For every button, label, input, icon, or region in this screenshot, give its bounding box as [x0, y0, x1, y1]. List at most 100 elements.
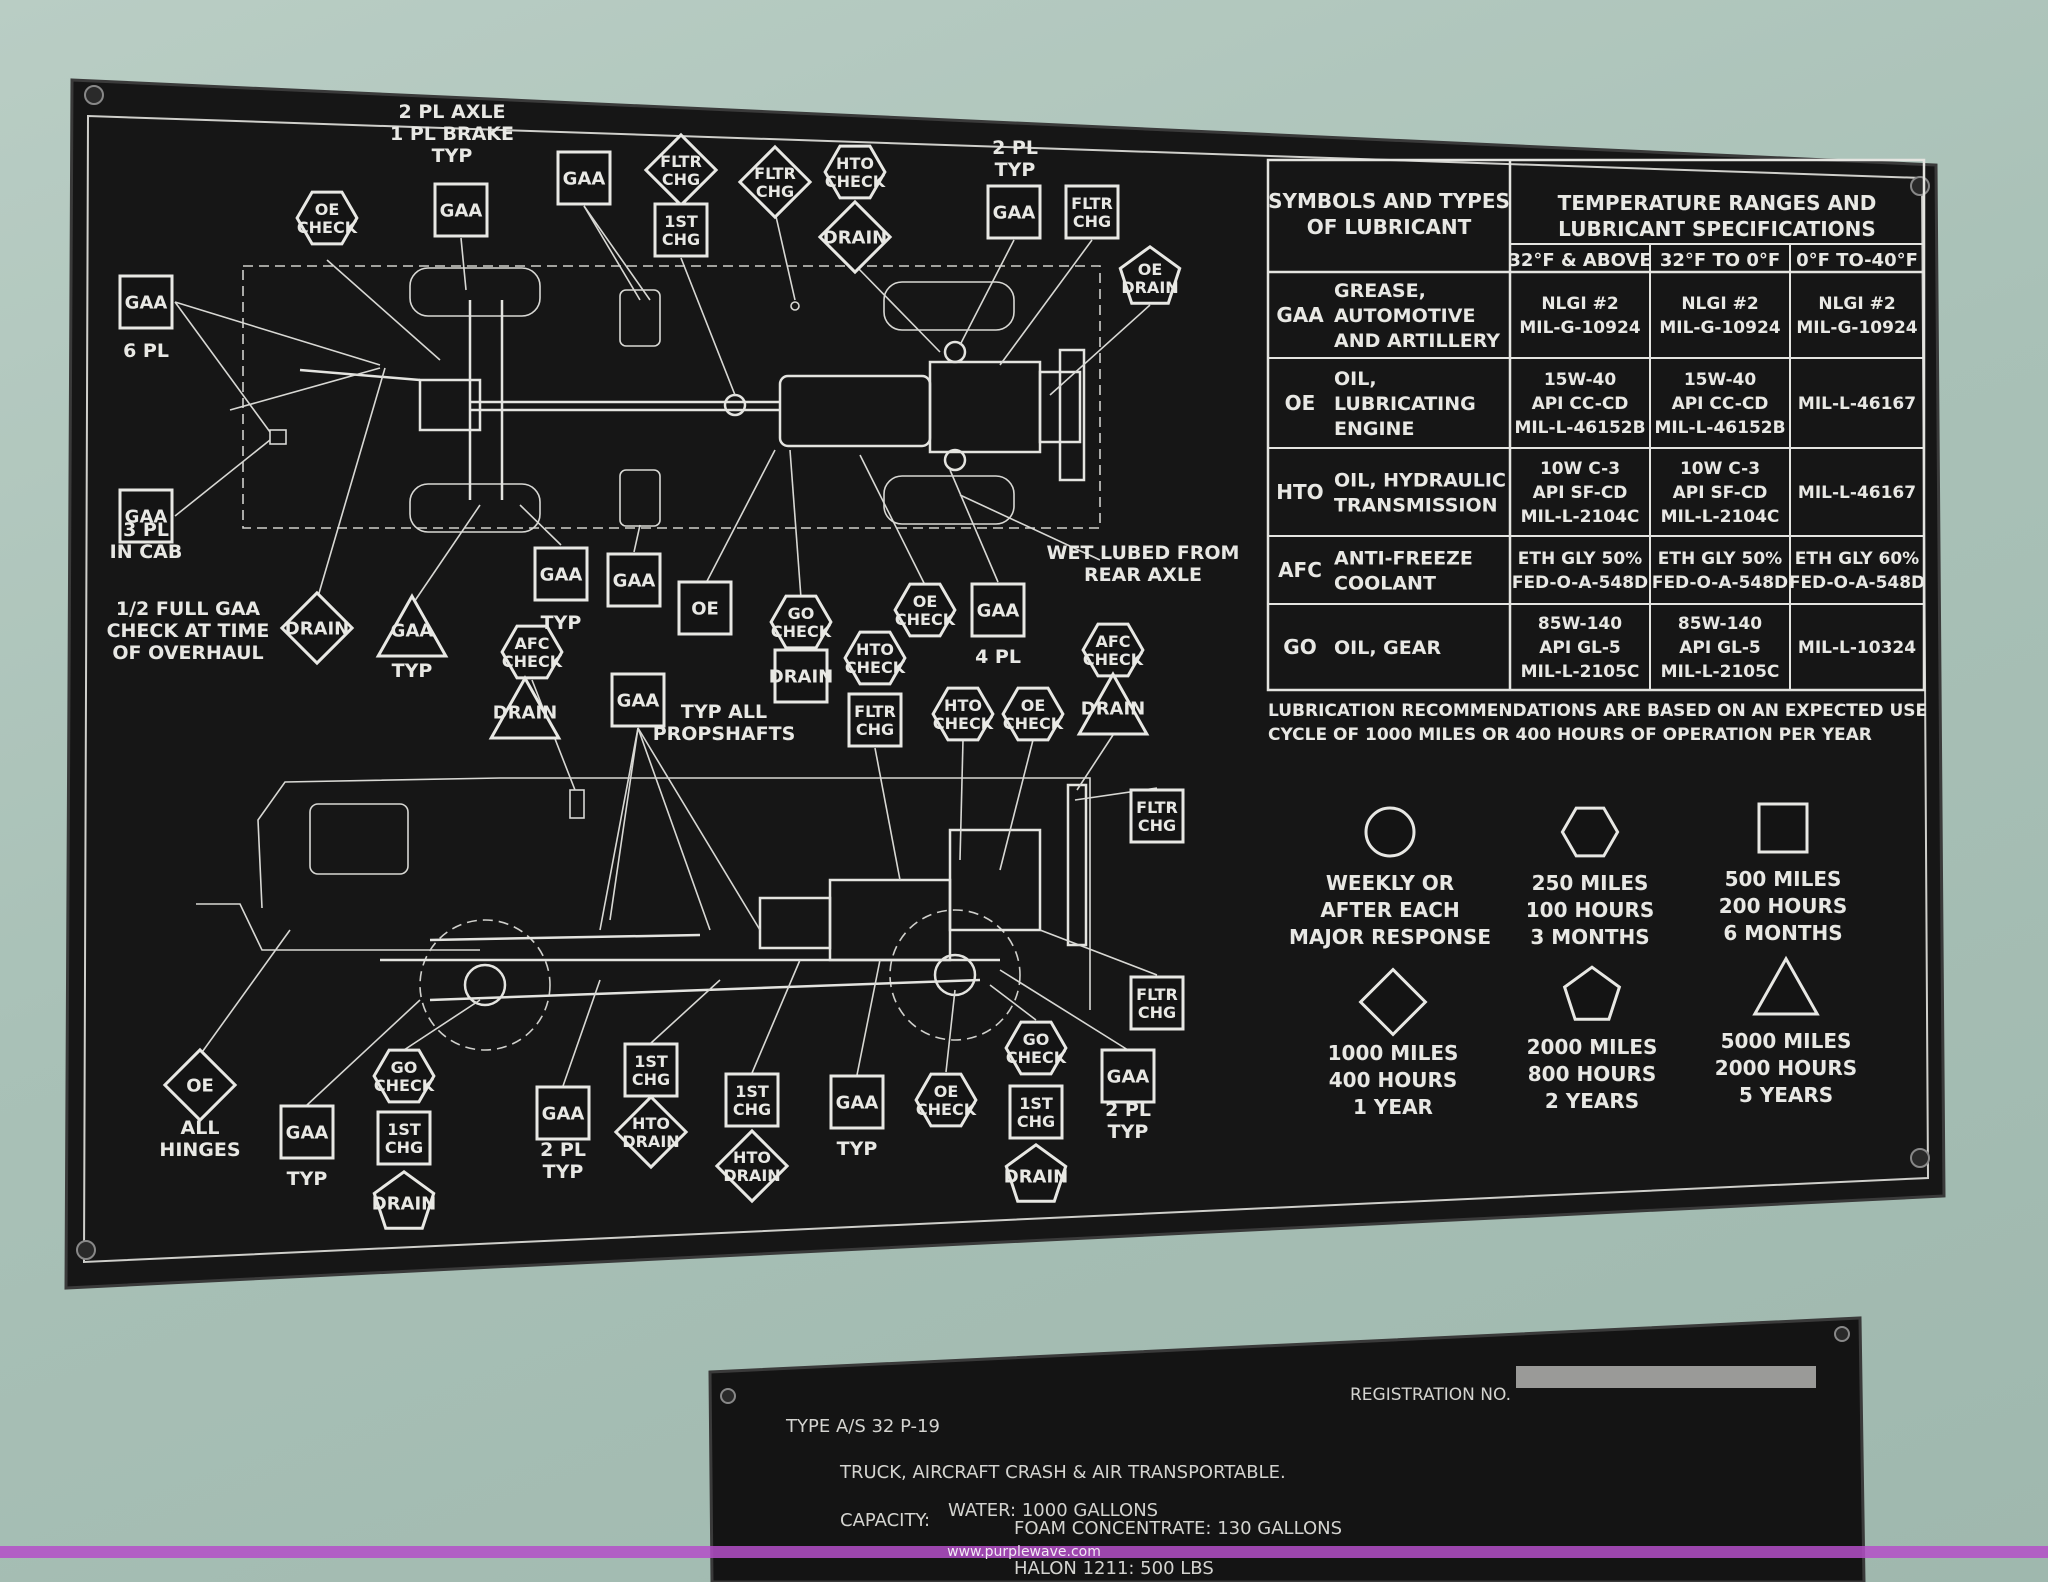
lube-symbol-label: 1ST [387, 1120, 421, 1139]
square-icon [556, 150, 612, 206]
lube-symbol: GAA [970, 582, 1026, 638]
lubricant-code: GAA [1276, 303, 1324, 327]
lube-symbol-label: GAA [1107, 1067, 1150, 1088]
diagram-label: 1/2 FULL GAA [116, 598, 261, 620]
interval-label: 5 YEARS [1739, 1083, 1833, 1107]
lubricant-description: AUTOMOTIVE [1334, 305, 1475, 327]
diagram-label: IN CAB [110, 541, 183, 563]
lubricant-spec-table: SYMBOLS AND TYPES OF LUBRICANT TEMPERATU… [1266, 158, 1926, 692]
spec-cell: MIL-L-46167 [1798, 394, 1916, 414]
interval-label: 2000 MILES [1527, 1035, 1658, 1059]
lube-symbol: GAA [533, 546, 589, 602]
table-header-temps-1: TEMPERATURE RANGES AND [1558, 191, 1877, 215]
diagram-label: 2 PL [992, 137, 1038, 159]
lube-symbol-label: CHECK [1083, 650, 1144, 669]
temp-col-2: 32°F TO 0°F [1660, 250, 1780, 271]
lube-symbol: GAA [535, 1085, 591, 1141]
lube-symbol: GAA [433, 182, 489, 238]
diamond-icon [737, 144, 813, 220]
lube-symbol-label: GO [1023, 1030, 1050, 1049]
capacity-label: CAPACITY: [840, 1510, 930, 1531]
spec-cell: API GL-5 [1679, 638, 1761, 658]
hexagon-icon [295, 190, 359, 246]
lube-symbol: GAA [556, 150, 612, 206]
pentagon-icon [1562, 965, 1622, 1021]
lube-symbol-label: CHG [1138, 1003, 1176, 1022]
spec-cell: 10W C-3 [1540, 459, 1620, 479]
lube-symbol-label: OE [1138, 260, 1163, 279]
lube-symbol-label: 1ST [1019, 1094, 1053, 1113]
lube-symbol-label: GAA [125, 293, 168, 314]
table-header-temps-2: LUBRICANT SPECIFICATIONS [1558, 217, 1876, 241]
square-icon [677, 580, 733, 636]
lube-symbol-label: DRAIN [1081, 699, 1146, 720]
lube-symbol-label: CHECK [895, 610, 956, 629]
lube-symbol-label: FLTR [1136, 985, 1178, 1004]
spec-cell: API CC-CD [1532, 394, 1629, 414]
lube-symbol-label: DRAIN [1121, 278, 1178, 297]
lube-symbol-label: OE [934, 1082, 959, 1101]
screw-icon [720, 1388, 736, 1404]
screw-icon [84, 85, 104, 105]
truck-type: TYPE A/S 32 P-19 [785, 1416, 940, 1437]
lube-symbol: GAA [1100, 1048, 1156, 1104]
spec-cell: MIL-G-10924 [1659, 318, 1780, 338]
square-icon [1129, 975, 1185, 1031]
diagram-label: TYP [432, 145, 473, 167]
lubricant-description: ANTI-FREEZE [1334, 548, 1473, 570]
lube-symbol-label: CHG [1138, 816, 1176, 835]
spec-cell: MIL-L-2104C [1661, 507, 1780, 527]
square-icon [606, 552, 662, 608]
diagram-label: ALL [181, 1117, 220, 1139]
lube-symbol-label: GAA [542, 1104, 585, 1125]
spec-cell: API CC-CD [1672, 394, 1769, 414]
spec-cell: 15W-40 [1544, 370, 1617, 390]
lube-symbol-label: CHG [1017, 1112, 1055, 1131]
lube-symbol: GAA [986, 184, 1042, 240]
lube-symbol-label: GAA [440, 201, 483, 222]
lube-symbol-label: GAA [617, 691, 660, 712]
lubricant-description: TRANSMISSION [1334, 495, 1498, 517]
lube-symbol-label: CHG [756, 182, 794, 201]
interval-label: 2000 HOURS [1715, 1056, 1857, 1080]
lube-symbol-label: CHECK [933, 714, 994, 733]
lube-symbol-label: GAA [836, 1093, 879, 1114]
diamond-icon [613, 1094, 689, 1170]
lube-symbol-label: GO [391, 1058, 418, 1077]
capacity-halon: HALON 1211: 500 LBS [1014, 1558, 1214, 1579]
lube-symbol-label: CHECK [825, 172, 886, 191]
lubricant-description: GREASE, [1334, 280, 1426, 302]
lube-symbol-label: DRAIN [823, 228, 888, 249]
diagram-label: 2 PL [1105, 1099, 1151, 1121]
pentagon-icon [1118, 244, 1182, 305]
diagram-label: 4 PL [975, 646, 1021, 668]
lube-symbol: GAA [375, 593, 449, 658]
lube-symbol-label: DRAIN [372, 1194, 437, 1215]
interval-label: 1 YEAR [1353, 1095, 1433, 1119]
truck-description: TRUCK, AIRCRAFT CRASH & AIR TRANSPORTABL… [839, 1462, 1286, 1483]
diagram-label: HINGES [159, 1139, 240, 1161]
square-icon [724, 1072, 780, 1128]
hexagon-icon [914, 1072, 978, 1128]
spec-cell: MIL-L-2105C [1661, 662, 1780, 682]
hexagon-icon [769, 594, 833, 650]
watermark-strip [0, 1546, 2048, 1558]
hexagon-icon [823, 144, 887, 200]
lube-symbol: GAA [610, 672, 666, 728]
square-icon [653, 202, 709, 258]
lube-symbol: GAA [118, 274, 174, 330]
